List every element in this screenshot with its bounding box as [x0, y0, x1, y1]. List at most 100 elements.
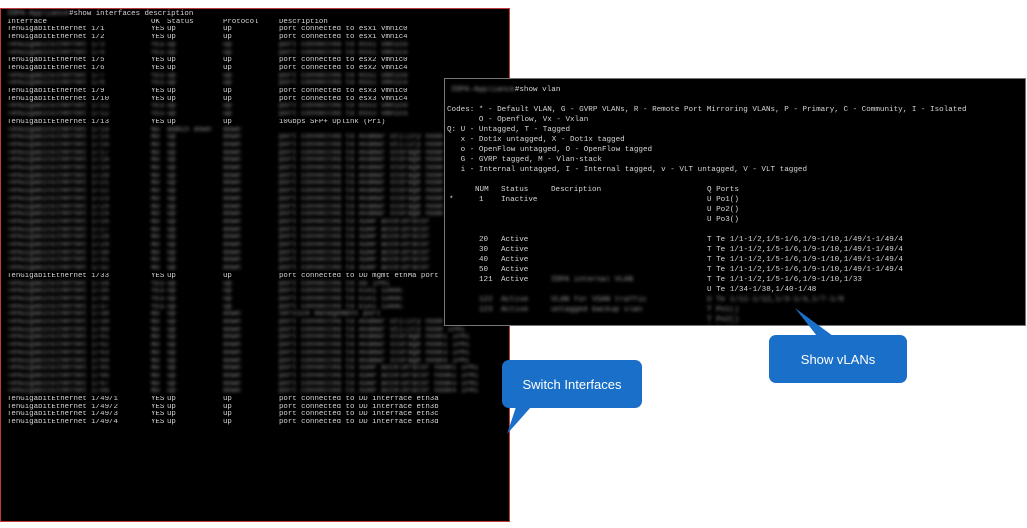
vlan-header-cell: Q Ports: [707, 186, 739, 194]
interface-cell: up: [223, 288, 232, 296]
interface-cell: up: [223, 64, 232, 72]
interface-cell: up: [167, 419, 176, 427]
interface-cell: down: [223, 326, 241, 334]
interface-cell: TenGigabitEthernet 1/15: [7, 134, 110, 142]
interface-cell: TenGigabitEthernet 1/45: [7, 365, 110, 373]
interface-cell: TenGigabitEthernet 1/10: [7, 95, 110, 103]
vlan-codes-line: i - Internal untagged, I - Internal tagg…: [447, 166, 808, 174]
interface-cell: YES: [151, 403, 165, 411]
interface-cell: port connected to XDRP accelerator: [279, 226, 430, 234]
vlan-num: 40: [479, 256, 489, 264]
interface-cell: up: [167, 242, 176, 249]
interface-cell: TenGigabitEthernet 1/49/3: [7, 411, 118, 419]
interface-cell: NO: [151, 165, 160, 172]
interface-cell: port connected to Avamar storage node: [279, 165, 444, 172]
show-vlans-callout: Show vLANs: [769, 335, 907, 383]
interface-cell: port connected to Avamar utility node IP…: [279, 326, 466, 334]
interface-cell: down: [223, 311, 241, 319]
interface-cell: up: [167, 349, 176, 357]
prompt-hostname: IDPA-Appliance: [7, 10, 70, 18]
interface-cell: TenGigabitEthernet 1/17: [7, 149, 110, 157]
switch-interfaces-label: Switch Interfaces: [522, 376, 622, 392]
interface-cell: up: [167, 388, 176, 396]
interface-cell: port connected to esx3 vmnic4: [279, 95, 408, 103]
interface-cell: port connected to DD interface eth3c: [279, 411, 439, 419]
interface-cell: down: [223, 257, 241, 265]
interfaces-terminal: IDPA-Appliance#show interfaces descripti…: [0, 8, 510, 522]
interface-cell: port connected to esx2 vmnic4: [279, 64, 408, 72]
interface-cell: up: [167, 295, 176, 303]
interface-cell: up: [167, 49, 176, 57]
vlan-status: Active: [501, 256, 529, 264]
interface-cell: YES: [151, 295, 165, 303]
prompt-command: #show interfaces description: [69, 10, 194, 18]
interface-cell: up: [167, 280, 176, 288]
interface-cell: down: [223, 226, 241, 234]
vlan-ports: T Po2(): [707, 316, 739, 324]
interface-cell: down: [223, 134, 241, 142]
interface-cell: up: [167, 334, 176, 342]
interface-cell: down: [223, 211, 241, 219]
interface-cell: port connected to XDRP accelerator node2…: [279, 372, 479, 380]
interface-cell: port connected to esx2 vmnic0: [279, 57, 408, 65]
vlan-header-cell: NUM: [475, 186, 489, 194]
interface-cell: up: [167, 64, 176, 72]
vlan-ports: T Po1(): [707, 306, 739, 314]
interface-cell: TenGigabitEthernet 1/25: [7, 211, 110, 219]
interface-cell: TenGigabitEthernet 1/39: [7, 319, 110, 326]
interface-cell: port connected to Avamar storage node3 I…: [279, 349, 470, 357]
interface-cell: up: [167, 365, 176, 373]
vlan-prompt-command: #show vlan: [514, 86, 561, 94]
vlan-codes-line: O - Openflow, Vx - Vxlan: [447, 116, 589, 124]
interface-cell: up: [167, 411, 176, 419]
interface-cell: down: [223, 188, 241, 196]
interface-cell: NO: [151, 172, 160, 180]
interface-cell: down: [223, 388, 241, 396]
interface-cell: TenGigabitEthernet 1/4: [7, 49, 105, 57]
interface-cell: TenGigabitEthernet 1/2: [7, 34, 105, 42]
interface-cell: up: [167, 157, 176, 165]
vlan-num: 123: [479, 306, 493, 314]
interface-cell: port connected to esx1 vmnic0: [279, 26, 408, 34]
interface-cell: YES: [151, 411, 165, 419]
vlan-ports: U Po3(): [707, 216, 739, 224]
interface-cell: YES: [151, 80, 165, 88]
interface-cell: down: [223, 218, 241, 226]
interface-cell: up: [167, 218, 176, 226]
interface-cell: NO: [151, 349, 160, 357]
interface-cell: NO: [151, 334, 160, 342]
interface-cell: port connected to esx1 vmnic4: [279, 34, 408, 42]
interface-cell: YES: [151, 118, 165, 126]
interface-cell: NO: [151, 141, 160, 149]
interface-cell: port connected to XDRP accelerator: [279, 218, 430, 226]
interface-cell: port connected to Avamar utility node: [279, 134, 444, 142]
interface-cell: port connected to Avamar storage node1 I…: [279, 334, 470, 342]
interface-cell: TenGigabitEthernet 1/16: [7, 141, 110, 149]
interface-cell: port connected to DD interface eth3b: [279, 403, 439, 411]
interface-cell: port connected to esx3 vmnic0: [279, 103, 408, 111]
interface-cell: port connected to esx1 vmnic0: [279, 41, 408, 49]
interface-cell: up: [223, 111, 232, 119]
interface-cell: NO: [151, 257, 160, 265]
interface-cell: up: [167, 288, 176, 296]
interface-cell: NO: [151, 218, 160, 226]
interface-cell: up: [167, 57, 176, 65]
interface-cell: YES: [151, 41, 165, 49]
interface-cell: port connected to esx3 vmnic4: [279, 111, 408, 119]
interface-cell: up: [167, 26, 176, 34]
vlan-description: untagged backup vlan: [551, 306, 643, 314]
interface-cell: port connected to Avamar utility node: [279, 141, 444, 149]
interface-cell: YES: [151, 95, 165, 103]
interface-cell: YES: [151, 49, 165, 57]
interface-cell: NO: [151, 157, 160, 165]
interface-cell: NO: [151, 211, 160, 219]
interface-cell: TenGigabitEthernet 1/14: [7, 126, 110, 134]
interface-cell: up: [167, 165, 176, 172]
prompt-line: IDPA-Appliance#show interfaces descripti…: [7, 10, 194, 19]
interface-cell: port connected to esx3 vmnic0: [279, 88, 408, 95]
interface-cell: up: [223, 34, 232, 42]
